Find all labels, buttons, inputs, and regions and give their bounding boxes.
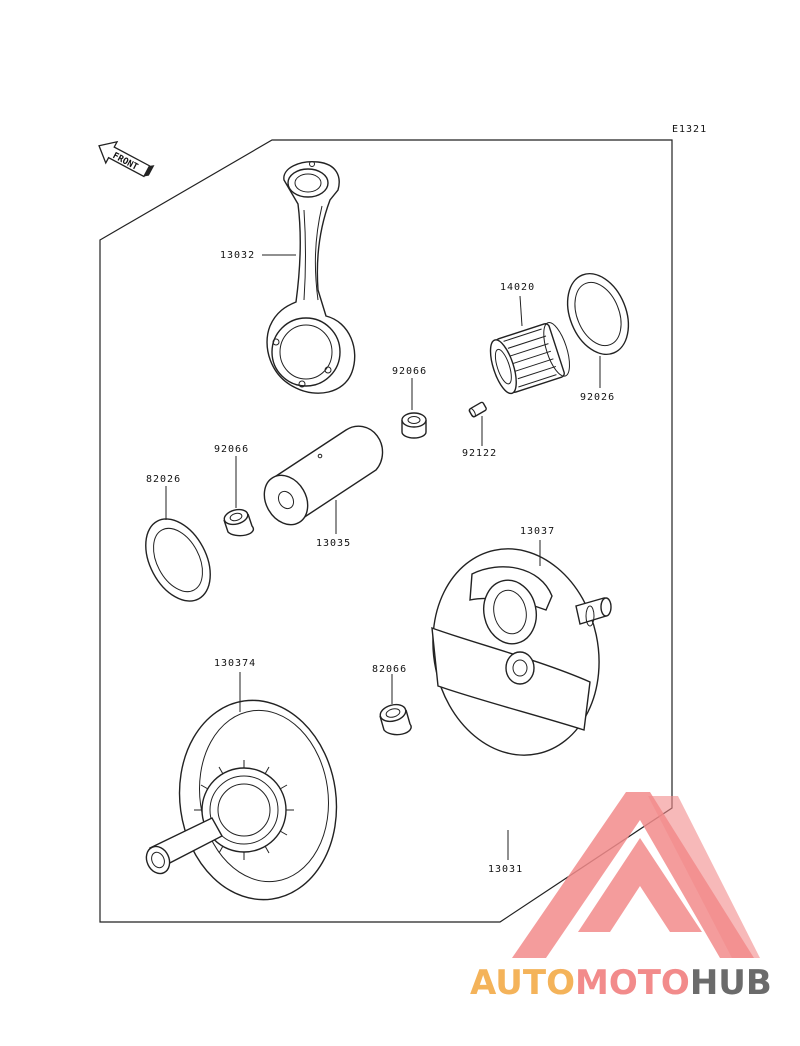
part-label-connecting-rod: 13032: [220, 250, 255, 261]
part-label-crankshaft-assy: 13031: [488, 864, 523, 875]
part-label-collar-lower: 82066: [372, 664, 407, 675]
part-label-needle-bearing: 14020: [500, 282, 535, 293]
needle-bearing: [489, 322, 570, 395]
gear-icon: [194, 760, 294, 860]
part-label-pin: 92122: [462, 448, 497, 459]
crankpin: [263, 425, 384, 526]
watermark-moto: MOTO: [575, 963, 690, 1003]
front-arrow-icon: FRONT: [98, 140, 155, 178]
washer-right: [566, 272, 630, 356]
part-label-crankpin: 13035: [316, 538, 351, 549]
collar-lower: [379, 703, 412, 736]
collar-upper: [401, 412, 427, 439]
pin: [468, 401, 487, 418]
watermark-auto: AUTO: [470, 963, 575, 1003]
connecting-rod: [266, 161, 356, 394]
washer-left: [145, 518, 211, 602]
watermark-brand: AUTOMOTOHUB: [470, 963, 772, 1003]
flywheel-right: [431, 548, 612, 756]
part-label-flywheel-right: 13037: [520, 526, 555, 537]
diagram-code: E1321: [672, 124, 707, 135]
part-label-washer-right: 92026: [580, 392, 615, 403]
collar-left: [223, 508, 255, 537]
part-label-collar-left: 92066: [214, 444, 249, 455]
part-label-washer-left: 82026: [146, 474, 181, 485]
part-label-collar-upper: 92066: [392, 366, 427, 377]
watermark-hub: HUB: [690, 963, 772, 1003]
flywheel-left: [145, 699, 338, 901]
part-label-flywheel-left: 130374: [214, 658, 256, 669]
watermark-logo: [512, 792, 760, 958]
